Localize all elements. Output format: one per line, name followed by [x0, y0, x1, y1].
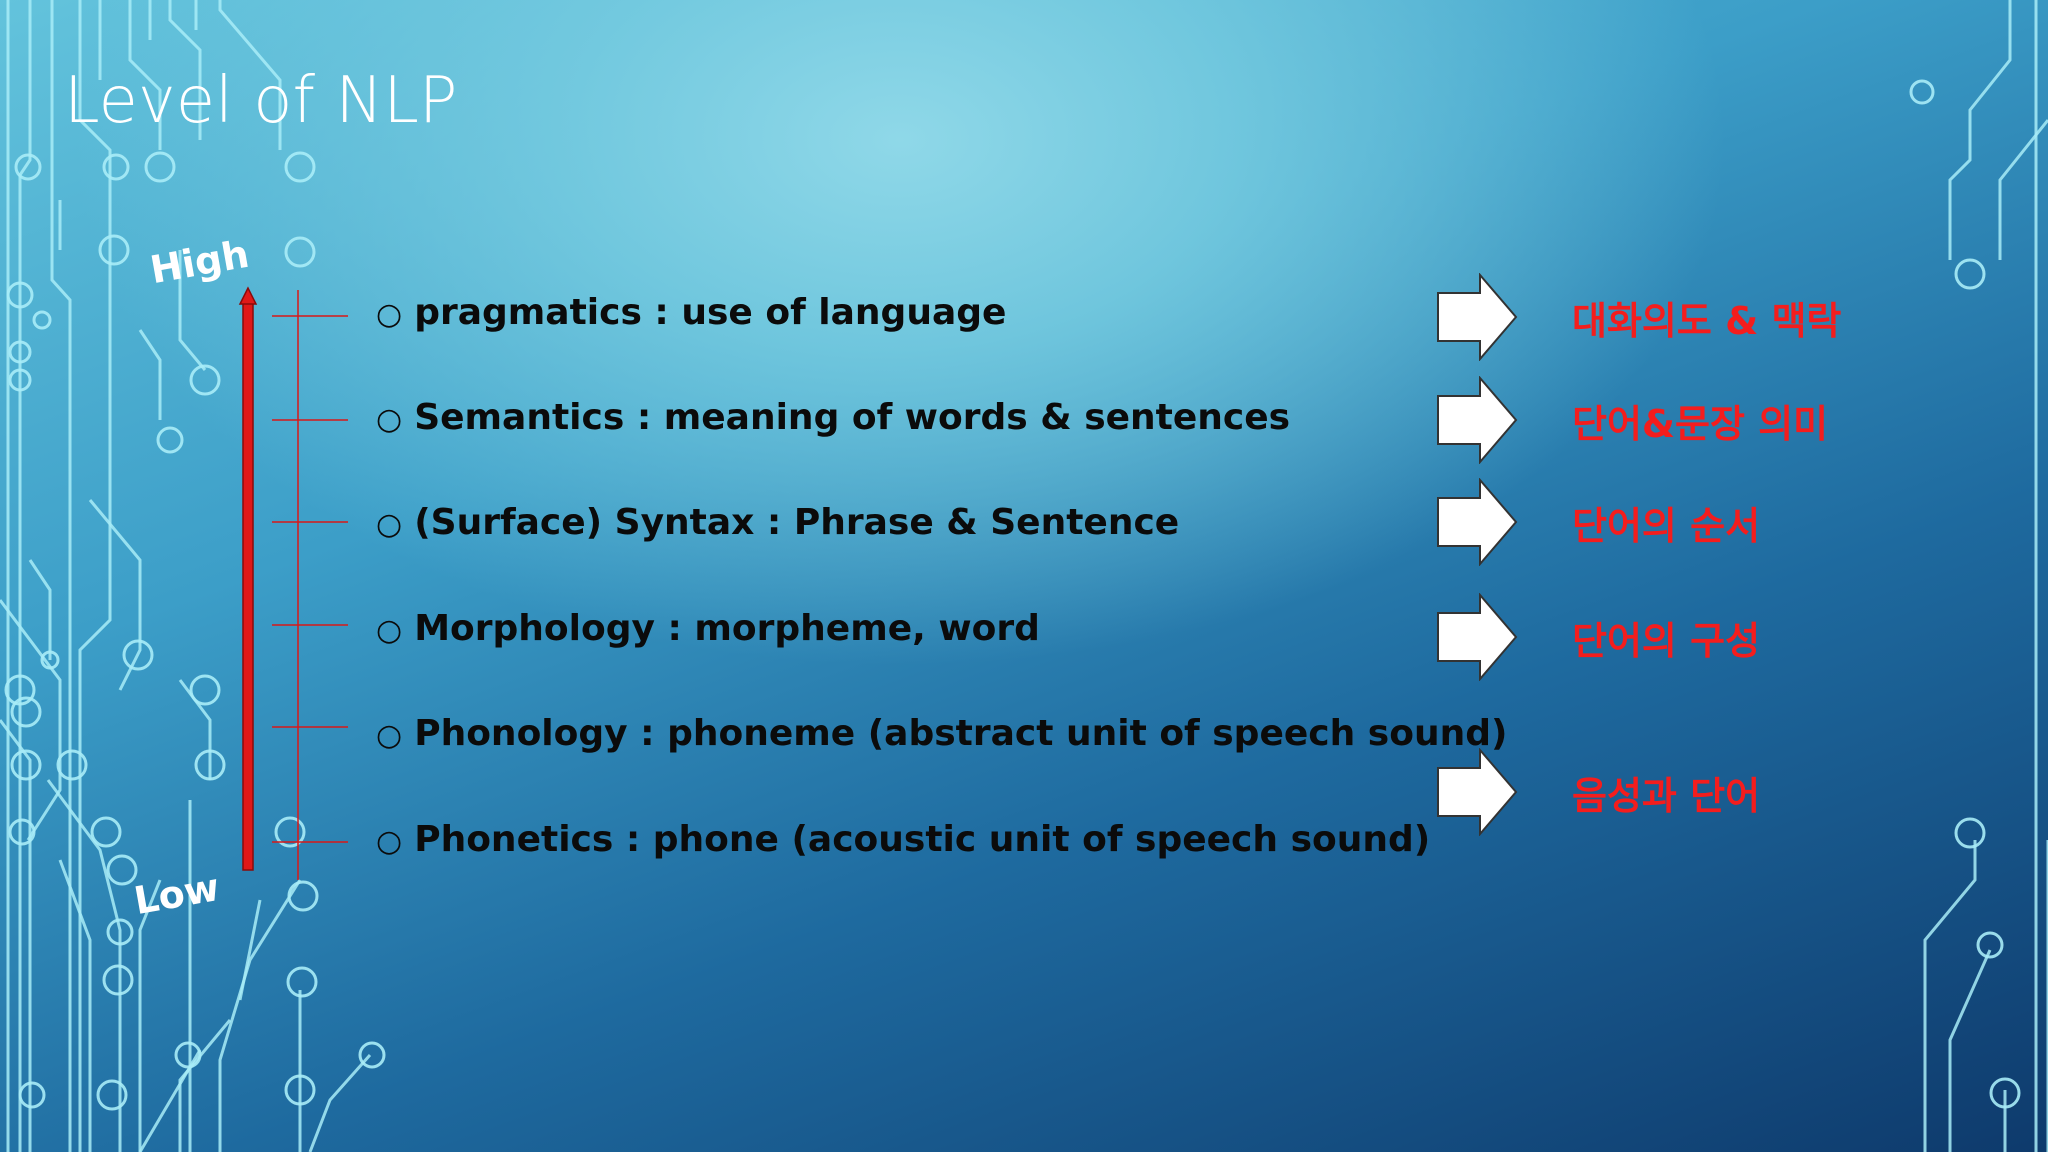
level-text: (Surface) Syntax : Phrase & Sentence	[414, 502, 1180, 543]
korean-note-pragmatics: 대화의도 & 맥락	[1572, 299, 1842, 343]
level-item-syntax: ○ (Surface) Syntax : Phrase & Sentence	[376, 502, 1179, 543]
slide-title: Level of NLP	[64, 64, 458, 138]
level-item-phonology: ○ Phonology : phoneme (abstract unit of s…	[376, 713, 1507, 754]
bullet-icon: ○	[376, 297, 403, 332]
right-arrow-icon	[1437, 376, 1518, 464]
bullet-icon: ○	[376, 718, 403, 753]
bullet-icon: ○	[376, 824, 403, 859]
korean-note-syntax: 단어의 순서	[1572, 504, 1761, 548]
korean-note-morphology: 단어의 구성	[1572, 619, 1761, 663]
korean-note-phonology: 음성과 단어	[1572, 774, 1761, 818]
right-arrow-icon	[1437, 478, 1518, 566]
level-item-semantics: ○ Semantics : meaning of words & sentence…	[376, 397, 1290, 438]
bullet-icon: ○	[376, 613, 403, 648]
level-text: Morphology : morpheme, word	[414, 608, 1040, 649]
bullet-icon: ○	[376, 402, 403, 437]
korean-note-semantics: 단어&문장 의미	[1572, 402, 1829, 446]
level-item-pragmatics: ○ pragmatics : use of language	[376, 292, 1006, 333]
level-text: Phonology : phoneme (abstract unit of sp…	[414, 713, 1508, 754]
right-arrow-icon	[1437, 273, 1518, 361]
right-arrow-icon	[1437, 748, 1518, 836]
right-arrow-icon	[1437, 593, 1518, 681]
level-text: Semantics : meaning of words & sentences	[414, 397, 1291, 438]
level-item-morphology: ○ Morphology : morpheme, word	[376, 608, 1040, 649]
bullet-icon: ○	[376, 507, 403, 542]
level-text: pragmatics : use of language	[414, 292, 1007, 333]
level-text: Phonetics : phone (acoustic unit of spee…	[414, 819, 1431, 860]
level-item-phonetics: ○ Phonetics : phone (acoustic unit of spe…	[376, 819, 1430, 860]
